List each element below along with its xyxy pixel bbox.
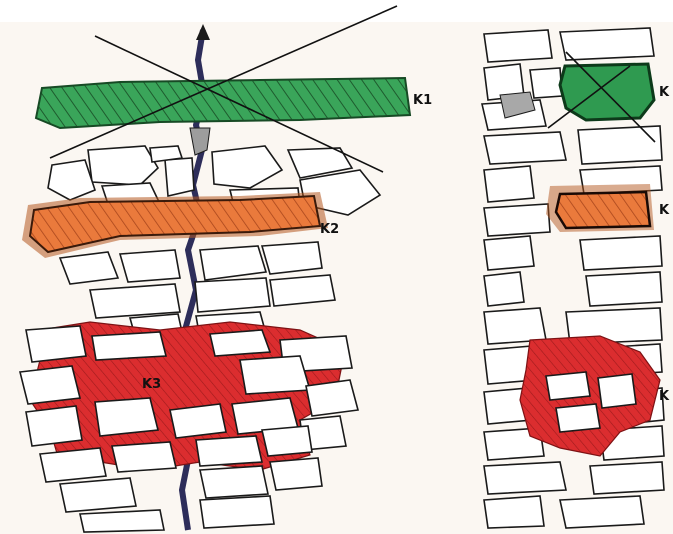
left-k2-label: K2 bbox=[320, 222, 339, 237]
right-k2-block bbox=[556, 192, 650, 228]
left-k3-label: K3 bbox=[142, 377, 161, 392]
right-k2-label: K bbox=[659, 203, 670, 218]
right-k1-block bbox=[560, 64, 654, 120]
right-k3-label: K bbox=[659, 389, 670, 404]
left-k1-label: K1 bbox=[413, 93, 432, 108]
right-k1-label: K bbox=[659, 85, 670, 100]
